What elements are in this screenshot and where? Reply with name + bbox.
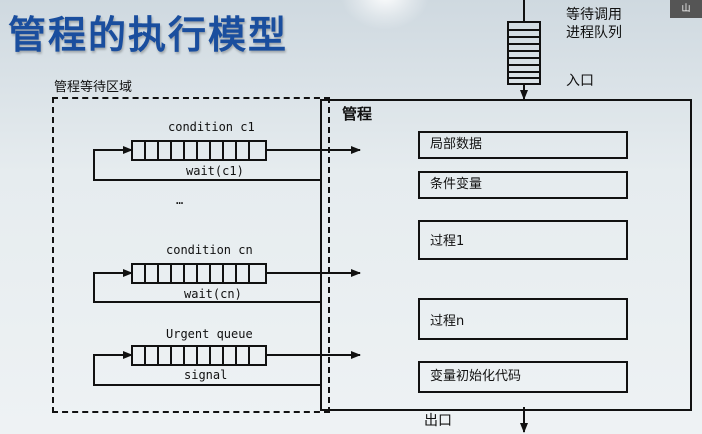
- local-data-box: 局部数据: [418, 131, 628, 159]
- urgent-queue-op: signal: [184, 368, 228, 382]
- monitor-waiting-area: [52, 97, 330, 413]
- page-title: 管程的执行模型: [8, 13, 289, 57]
- queue-cn-name: condition cn: [166, 243, 253, 257]
- queue-cn: [93, 263, 361, 303]
- init-code-box: 变量初始化代码: [418, 361, 628, 393]
- queue-cn-op: wait(cn): [184, 287, 242, 301]
- urgent-queue: [93, 345, 361, 386]
- entry-queue-label: 等待调用 进程队列: [566, 7, 622, 41]
- corner-logo: 山: [670, 0, 702, 18]
- waiting-area-label: 管程等待区域: [54, 80, 133, 95]
- condition-variables-box: 条件变量: [418, 171, 628, 199]
- exit-label: 出口: [424, 413, 452, 429]
- entry-queue: [507, 0, 541, 100]
- procedure-n-box: 过程n: [418, 298, 628, 340]
- urgent-queue-name: Urgent queue: [166, 327, 253, 341]
- procedure-1-box: 过程1: [418, 220, 628, 260]
- queue-c1-op: wait(c1): [186, 164, 244, 178]
- ellipsis: …: [176, 193, 184, 207]
- queue-c1-name: condition c1: [168, 120, 255, 134]
- monitor-box: [320, 99, 692, 411]
- monitor-label: 管程: [342, 105, 373, 123]
- entry-label: 入口: [566, 73, 594, 89]
- queue-c1: [93, 140, 361, 181]
